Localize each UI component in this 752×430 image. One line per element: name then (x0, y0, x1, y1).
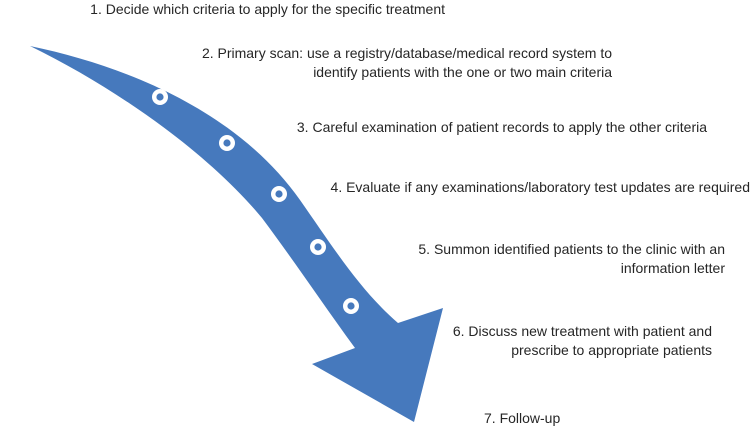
step-4-text: 4. Evaluate if any examinations/laborato… (330, 179, 750, 195)
step-marker-2 (152, 89, 168, 105)
step-7-text: 7. Follow-up (484, 410, 561, 426)
step-marker-5 (310, 239, 326, 255)
step-marker-4 (271, 186, 287, 202)
step-1-text: 1. Decide which criteria to apply for th… (90, 1, 445, 17)
step-6-text-line2: prescribe to appropriate patients (511, 342, 712, 358)
step-5: 5. Summon identified patients to the cli… (418, 240, 725, 278)
step-marker-6 (343, 298, 359, 314)
step-1: 1. Decide which criteria to apply for th… (90, 0, 445, 19)
step-5-text-line1: 5. Summon identified patients to the cli… (418, 241, 725, 257)
step-2-text-line1: 2. Primary scan: use a registry/database… (201, 45, 612, 61)
step-6-text-line1: 6. Discuss new treatment with patient an… (452, 323, 712, 339)
step-7: 7. Follow-up (484, 409, 560, 428)
step-markers (152, 89, 359, 314)
step-2-text-line2: identify patients with the one or two ma… (313, 64, 612, 80)
step-3-text: 3. Careful examination of patient record… (296, 119, 707, 135)
step-3: 3. Careful examination of patient record… (297, 118, 707, 137)
step-4: 4. Evaluate if any examinations/laborato… (331, 178, 750, 197)
step-2: 2. Primary scan: use a registry/database… (202, 44, 612, 82)
step-6: 6. Discuss new treatment with patient an… (453, 322, 712, 360)
arrow-body (30, 46, 443, 422)
step-marker-3 (219, 135, 235, 151)
step-5-text-line2: information letter (620, 260, 725, 276)
